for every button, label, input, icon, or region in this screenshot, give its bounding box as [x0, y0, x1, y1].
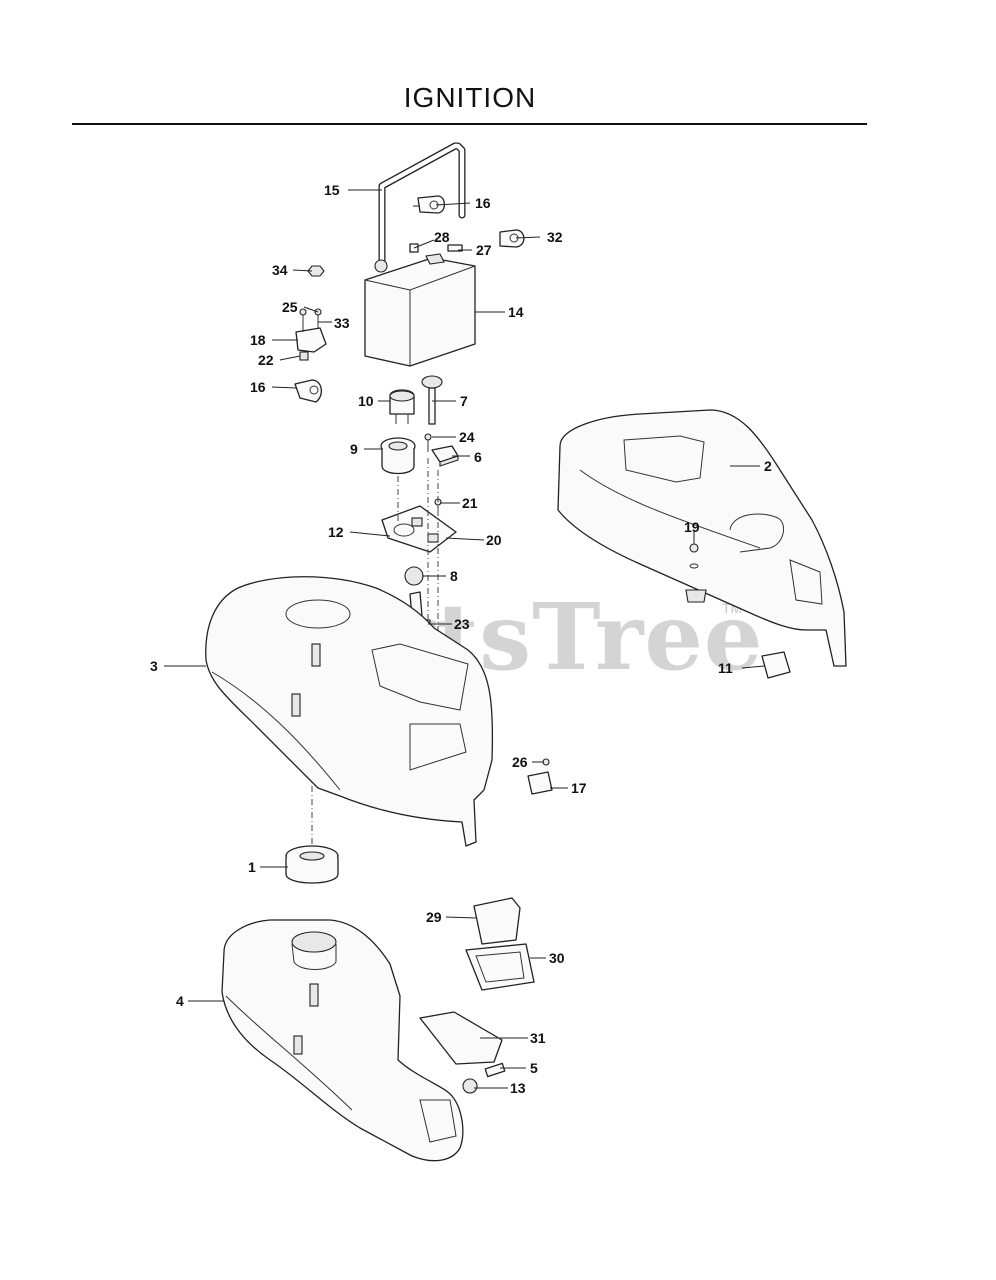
- part-battery-cable[interactable]: [378, 142, 466, 266]
- part-terminal-boot-lower[interactable]: [294, 379, 322, 403]
- part-screw-24[interactable]: [424, 433, 432, 452]
- callout-3[interactable]: 3: [150, 658, 158, 674]
- title-rule: [72, 123, 867, 125]
- part-battery-bolt[interactable]: [409, 243, 463, 253]
- callout-21[interactable]: 21: [462, 495, 478, 511]
- part-bracket-17[interactable]: [527, 758, 553, 795]
- callout-25[interactable]: 25: [282, 299, 298, 315]
- callout-28[interactable]: 28: [434, 229, 450, 245]
- callout-16-lower[interactable]: 16: [250, 379, 266, 395]
- callout-6[interactable]: 6: [474, 449, 482, 465]
- callout-22[interactable]: 22: [258, 352, 274, 368]
- callout-26[interactable]: 26: [512, 754, 528, 770]
- callout-27[interactable]: 27: [476, 242, 492, 258]
- part-ignition-key[interactable]: [421, 375, 443, 425]
- part-console-housing[interactable]: [205, 576, 494, 847]
- leader-lines: [164, 189, 765, 1089]
- part-terminal-boot-top[interactable]: [413, 195, 446, 214]
- callout-2[interactable]: 2: [764, 458, 772, 474]
- callout-12[interactable]: 12: [328, 524, 344, 540]
- part-terminal-boot-right[interactable]: [499, 229, 525, 248]
- callout-14[interactable]: 14: [508, 304, 524, 320]
- callout-29[interactable]: 29: [426, 909, 442, 925]
- part-filter-gasket[interactable]: [465, 943, 535, 991]
- callout-16-top[interactable]: 16: [475, 195, 491, 211]
- callout-15[interactable]: 15: [324, 182, 340, 198]
- part-relay[interactable]: [389, 389, 415, 424]
- part-filter-cover[interactable]: [473, 897, 521, 945]
- part-fuel-cap[interactable]: [285, 845, 339, 884]
- part-ball-knob[interactable]: [404, 566, 424, 586]
- callout-31[interactable]: 31: [530, 1030, 546, 1046]
- callout-1[interactable]: 1: [248, 859, 256, 875]
- part-solenoid[interactable]: [295, 308, 327, 361]
- callout-7[interactable]: 7: [460, 393, 468, 409]
- callout-10[interactable]: 10: [358, 393, 374, 409]
- callout-33[interactable]: 33: [334, 315, 350, 331]
- part-right-fender[interactable]: [557, 409, 847, 667]
- part-fuel-tank[interactable]: [221, 919, 464, 1162]
- callout-19[interactable]: 19: [684, 519, 700, 535]
- callout-5[interactable]: 5: [530, 1060, 538, 1076]
- callout-20[interactable]: 20: [486, 532, 502, 548]
- callout-34[interactable]: 34: [272, 262, 288, 278]
- callout-30[interactable]: 30: [549, 950, 565, 966]
- callout-9[interactable]: 9: [350, 441, 358, 457]
- callout-18[interactable]: 18: [250, 332, 266, 348]
- part-heat-shield[interactable]: [419, 1011, 503, 1065]
- callout-4[interactable]: 4: [176, 993, 184, 1009]
- part-fuel-fitting[interactable]: [462, 1062, 506, 1094]
- part-ignition-switch[interactable]: [380, 437, 416, 475]
- page-title: IGNITION: [403, 82, 537, 113]
- part-mounting-plate[interactable]: [381, 505, 457, 553]
- callout-17[interactable]: 17: [571, 780, 587, 796]
- callout-8[interactable]: 8: [450, 568, 458, 584]
- callout-11[interactable]: 11: [718, 660, 733, 676]
- callout-13[interactable]: 13: [510, 1080, 526, 1096]
- part-battery[interactable]: [364, 253, 476, 367]
- callout-23[interactable]: 23: [454, 616, 470, 632]
- callout-32[interactable]: 32: [547, 229, 563, 245]
- part-seat-switch[interactable]: [761, 651, 791, 679]
- callout-labels: 15 16 28 27 32 34 14 25 33 18 22 16 10 7…: [150, 182, 772, 1096]
- callout-24[interactable]: 24: [459, 429, 475, 445]
